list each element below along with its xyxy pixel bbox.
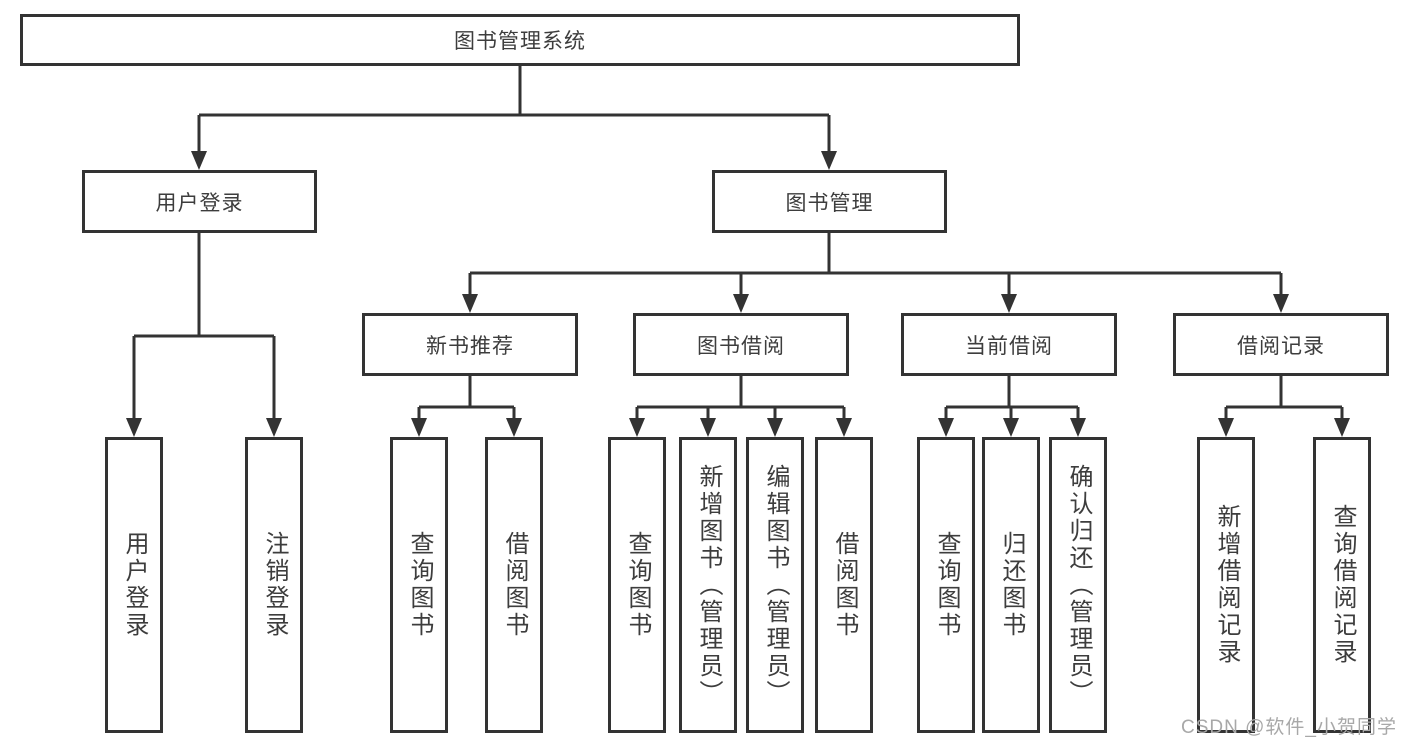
leaf-borrow-books-2-label: 借阅图书 bbox=[831, 531, 858, 639]
leaf-logout: 注销登录 bbox=[245, 437, 303, 733]
leaf-return-books-label: 归还图书 bbox=[998, 531, 1025, 639]
node-current-borrow-label: 当前借阅 bbox=[965, 334, 1053, 358]
leaf-borrow-books-1-label: 借阅图书 bbox=[501, 531, 528, 639]
arrowhead-icons bbox=[126, 151, 1350, 437]
node-user-login-label: 用户登录 bbox=[155, 191, 244, 215]
node-book-borrow: 图书借阅 bbox=[633, 313, 849, 376]
node-book-borrow-label: 图书借阅 bbox=[697, 334, 785, 358]
node-new-book-recommend-label: 新书推荐 bbox=[426, 334, 514, 358]
node-borrow-records-label: 借阅记录 bbox=[1237, 334, 1325, 358]
leaf-add-borrow-record: 新增借阅记录 bbox=[1197, 437, 1255, 733]
node-borrow-records: 借阅记录 bbox=[1173, 313, 1389, 376]
node-new-book-recommend: 新书推荐 bbox=[362, 313, 578, 376]
leaf-query-borrow-record-label: 查询借阅记录 bbox=[1329, 504, 1356, 666]
node-book-management-label: 图书管理 bbox=[785, 191, 874, 215]
node-book-management: 图书管理 bbox=[712, 170, 947, 233]
leaf-borrow-books-2: 借阅图书 bbox=[815, 437, 873, 733]
leaf-query-books-3-label: 查询图书 bbox=[933, 531, 960, 639]
leaf-add-books-admin-label: 新增图书（管理员） bbox=[695, 463, 722, 707]
leaf-edit-books-admin: 编辑图书（管理员） bbox=[746, 437, 804, 733]
leaf-user-login: 用户登录 bbox=[105, 437, 163, 733]
leaf-add-borrow-record-label: 新增借阅记录 bbox=[1213, 504, 1240, 666]
leaf-confirm-return-admin: 确认归还（管理员） bbox=[1049, 437, 1107, 733]
leaf-edit-books-admin-label: 编辑图书（管理员） bbox=[762, 463, 789, 707]
node-user-login: 用户登录 bbox=[82, 170, 317, 233]
leaf-logout-label: 注销登录 bbox=[261, 531, 288, 639]
leaf-add-books-admin: 新增图书（管理员） bbox=[679, 437, 737, 733]
leaf-query-books-2: 查询图书 bbox=[608, 437, 666, 733]
node-current-borrow: 当前借阅 bbox=[901, 313, 1117, 376]
connector-lines bbox=[132, 66, 1344, 421]
leaf-confirm-return-admin-label: 确认归还（管理员） bbox=[1065, 463, 1092, 707]
leaf-query-books-3: 查询图书 bbox=[917, 437, 975, 733]
node-root-label: 图书管理系统 bbox=[454, 30, 586, 53]
leaf-query-books-2-label: 查询图书 bbox=[624, 531, 651, 639]
leaf-user-login-label: 用户登录 bbox=[121, 531, 148, 639]
leaf-query-books-1: 查询图书 bbox=[390, 437, 448, 733]
leaf-query-borrow-record: 查询借阅记录 bbox=[1313, 437, 1371, 733]
leaf-borrow-books-1: 借阅图书 bbox=[485, 437, 543, 733]
node-root: 图书管理系统 bbox=[20, 14, 1020, 66]
leaf-return-books: 归还图书 bbox=[982, 437, 1040, 733]
leaf-query-books-1-label: 查询图书 bbox=[406, 531, 433, 639]
csdn-watermark: CSDN @软件_小贺同学 bbox=[1181, 717, 1397, 738]
